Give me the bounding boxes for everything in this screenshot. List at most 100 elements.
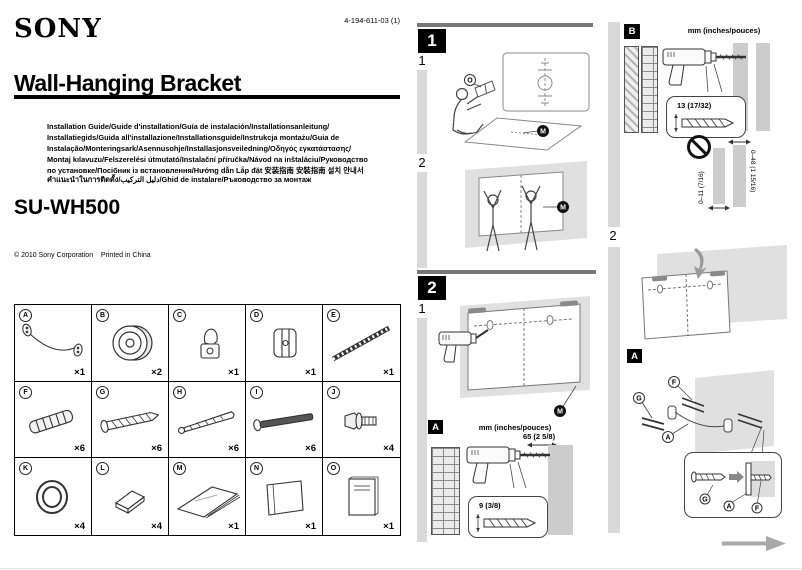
part-cell-i: I ×6: [246, 381, 323, 459]
part-n-leaflet-illustration: [266, 480, 304, 516]
part-letter-badge: N: [250, 462, 263, 476]
drill-bit-callout: 9 (3/8): [468, 496, 548, 538]
person-figure: [483, 189, 502, 252]
part-qty: ×4: [151, 520, 162, 532]
part-g-screw-illustration: [100, 411, 160, 433]
svg-text:M: M: [557, 409, 563, 416]
part-qty: ×1: [383, 366, 394, 378]
step1-badge: 1: [418, 29, 446, 53]
drill-bit-callout: 13 (17/32): [666, 96, 746, 138]
step2-substep1-number: 1: [418, 301, 426, 316]
part-cell-b: B ×2: [92, 305, 169, 382]
concrete-wall-sample: [624, 46, 639, 133]
drill-into-wall-illustration: [662, 48, 746, 92]
pull-arrow: [694, 248, 707, 279]
person-figure: [521, 185, 541, 251]
part-qty: ×1: [74, 366, 85, 378]
svg-text:O: O: [467, 78, 473, 85]
part-letter-badge: K: [19, 462, 32, 476]
substep-strip: [417, 172, 427, 268]
multilanguage-subtitle: Installation Guide/Guide d'installation/…: [47, 121, 399, 185]
subtitle-line: คำแนะนำในการติดตั้ง/دليل التركيب/Ghid de…: [47, 175, 312, 184]
anchor-part-label: F: [672, 380, 677, 387]
sony-logo: SONY: [14, 14, 102, 44]
wall-thickness-range-right: 0–48 (1 15/16): [749, 150, 756, 193]
drill-diameter-dimension: 9 (3/8): [479, 501, 501, 510]
copyright: © 2010 Sony Corporation Printed in China: [14, 252, 151, 259]
belt-part-label: A: [665, 435, 670, 442]
prohibition-icon: [687, 135, 711, 159]
step2-badge: 2: [418, 276, 446, 300]
screw-part-label: G: [636, 396, 642, 403]
page-bottom-edge: [0, 568, 802, 569]
part-cell-k: K ×4: [15, 458, 92, 535]
next-page-arrow-icon: [722, 536, 786, 551]
section-a-badge: A: [627, 349, 642, 363]
template-part-label: M: [522, 125, 549, 137]
dimension-arrow: [728, 139, 751, 145]
template-part-label: M: [554, 385, 577, 417]
svg-text:M: M: [560, 205, 566, 212]
part-b-spacer-illustration: [112, 325, 153, 361]
anchor-mounting-illustration: F G A: [633, 370, 774, 457]
step1-header-bar: [417, 23, 593, 27]
part-qty: ×1: [228, 366, 239, 378]
part-cell-e: E ×1: [323, 305, 400, 382]
part-qty: ×6: [151, 443, 162, 455]
part-cell-o: O ×1: [323, 458, 400, 535]
part-qty: ×4: [74, 520, 85, 532]
part-letter-badge: B: [96, 309, 109, 322]
part-cell-m: M ×1: [169, 458, 246, 535]
section-a-badge: A: [428, 420, 443, 434]
dimension-arrow: [708, 205, 730, 211]
part-qty: ×6: [305, 443, 316, 455]
step1-substep1-illustration: O M: [452, 52, 590, 151]
callout-anchor-label: F: [755, 506, 760, 513]
part-o-manual-illustration: [348, 476, 379, 516]
part-qty: ×1: [228, 520, 239, 532]
document-number: 4-194-611-03 (1): [344, 16, 400, 25]
wall-thickness-range-left: 0–11 (7/16): [698, 171, 705, 204]
part-letter-badge: D: [250, 309, 263, 322]
wall-cross-section: [756, 43, 770, 131]
part-cell-a: A ×1: [15, 305, 92, 382]
drill-illustration: [438, 329, 489, 363]
part-letter-badge: J: [327, 385, 340, 399]
part-cell-h: H ×6: [169, 381, 246, 459]
svg-text:M: M: [540, 129, 546, 136]
part-cell-c: C ×1: [169, 305, 246, 382]
part-cell-d: D ×1: [246, 305, 323, 382]
part-j-bolt-illustration: [344, 412, 377, 430]
part-cell-f: F ×6: [15, 381, 92, 459]
callout-screw-label: G: [702, 497, 708, 504]
part-qty: ×2: [151, 366, 162, 378]
part-i-long-bolt-illustration: [253, 412, 314, 431]
subtitle-line: по установке/Посібник із встановлення/Hư…: [47, 166, 364, 175]
step1-substep1-number: 1: [418, 53, 426, 68]
part-qty: ×4: [383, 443, 394, 455]
part-d-clip-illustration: [273, 328, 297, 358]
wall-thickness-sample-right: [733, 145, 746, 207]
wall-thickness-sample-left: [713, 148, 725, 204]
part-letter-badge: F: [19, 385, 32, 399]
part-cell-j: J ×4: [323, 381, 400, 459]
right-substep2-number: 2: [609, 228, 617, 243]
part-c-hook-illustration: [200, 328, 220, 359]
anchor-detail-callout: G A F: [684, 452, 782, 518]
supplied-parts-table: A ×1 B ×: [14, 304, 401, 536]
anchor-detail-illustration: G A F: [691, 461, 775, 514]
part-letter-badge: C: [173, 309, 186, 322]
part-qty: ×1: [305, 520, 316, 532]
substep-strip: [417, 70, 427, 154]
part-letter-badge: I: [250, 385, 263, 399]
part-letter-badge: A: [19, 309, 32, 322]
subtitle-line: Montaj kılavuzu/Felszerelési útmutató/In…: [47, 155, 368, 164]
part-f-wall-anchor-illustration: [29, 409, 74, 434]
part-l-spacer-block-illustration: [114, 490, 146, 515]
part-qty: ×1: [383, 520, 394, 532]
step2-substep1-illustration: M: [438, 296, 590, 417]
part-qty: ×1: [305, 366, 316, 378]
part-letter-badge: L: [96, 462, 109, 476]
model-number: SU-WH500: [14, 196, 121, 219]
